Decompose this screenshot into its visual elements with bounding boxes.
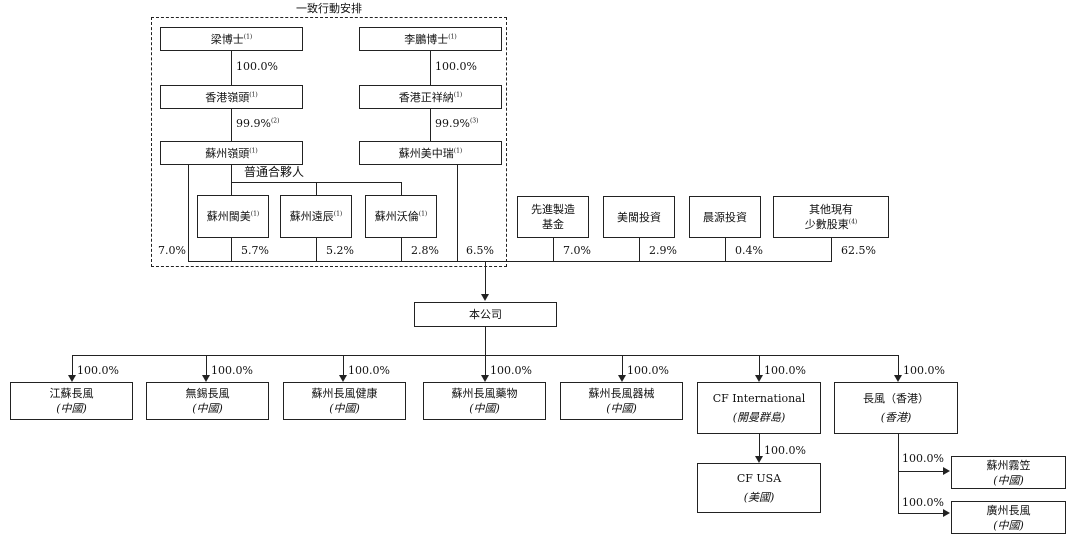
pct-liang-hk: 100.0% [236,60,278,73]
pct-sz-lingtou-direct: 7.0% [158,244,186,257]
box-dr-li-peng: 李鵬博士(1) [359,27,502,51]
connector [206,355,207,376]
pct-js: 100.0% [77,364,119,377]
pct-device: 100.0% [627,364,669,377]
pct-others: 62.5% [841,244,876,257]
box-gz-changfeng: 廣州長風 (中國) [951,501,1066,534]
pct-health: 100.0% [348,364,390,377]
box-hk-zhengxiangna: 香港正祥納(1) [359,85,502,109]
pct-gz: 100.0% [902,496,944,509]
pct-cf-intl: 100.0% [764,364,806,377]
arrow-health [339,375,347,382]
box-company: 本公司 [414,302,557,327]
connector [231,238,232,261]
box-sz-minmei: 蘇州閩美(1) [197,195,269,238]
arrow-wuli [943,467,950,475]
pct-wx: 100.0% [211,364,253,377]
arrow-to-company [481,294,489,301]
box-sz-meizhongrui: 蘇州美中瑞(1) [359,141,502,165]
box-cf-hongkong: 長風（香港） (香港) [834,382,958,434]
connector [430,109,431,141]
box-sz-daochen: 蘇州遠辰(1) [280,195,352,238]
connector [401,182,402,195]
pct-li-hk: 100.0% [435,60,477,73]
box-wx-changfeng: 無錫長風 (中國) [146,382,269,420]
pct-minmei: 5.7% [241,244,269,257]
collector-line [188,261,832,262]
pct-pharma: 100.0% [490,364,532,377]
connector [485,355,486,376]
connector [759,434,760,458]
pct-hk-zxn-sz: 99.9%(3) [435,117,479,130]
general-partner-label: 普通合夥人 [244,165,305,179]
connector [343,355,344,376]
pct-xianjin: 7.0% [563,244,591,257]
connector [485,261,486,296]
concert-party-title: 一致行動安排 [296,2,362,15]
box-sz-wuli: 蘇州霧笠 (中國) [951,456,1066,489]
box-chenyuan-investment: 晨源投資 [689,196,761,238]
connector [188,165,189,261]
box-sz-wolun: 蘇州沃倫(1) [365,195,437,238]
connector [898,471,944,472]
pct-hk-lingtou-sz: 99.9%(2) [236,117,280,130]
connector [231,165,232,195]
connector [831,238,832,261]
arrow-cf-intl [755,375,763,382]
box-sz-cf-pharma: 蘇州長風藥物 (中國) [423,382,546,420]
connector [898,513,944,514]
connector [725,238,726,261]
arrow-wx [202,375,210,382]
connector [316,238,317,261]
box-js-changfeng: 江蘇長風 (中國) [10,382,133,420]
arrow-cf-hk [894,375,902,382]
connector [72,355,73,376]
pct-cf-usa: 100.0% [764,444,806,457]
box-other-shareholders: 其他現有 少數股東(4) [773,196,889,238]
connector [457,165,458,261]
connector [759,355,760,376]
connector [430,51,431,85]
connector [231,109,232,141]
connector [898,434,899,513]
box-sz-lingtou: 蘇州嶺頭(1) [160,141,303,165]
pct-daochen: 5.2% [326,244,354,257]
pct-cf-hk: 100.0% [903,364,945,377]
pct-chenyuan: 0.4% [735,244,763,257]
box-cf-international: CF International (開曼群島) [697,382,821,434]
connector [639,238,640,261]
box-xianjin-fund: 先進製造 基金 [517,196,589,238]
pct-meizhongrui: 6.5% [466,244,494,257]
connector [622,355,623,376]
box-sz-cf-health: 蘇州長風健康 (中國) [283,382,406,420]
arrow-cf-usa [755,456,763,463]
arrow-js [68,375,76,382]
arrow-device [618,375,626,382]
pct-meimin: 2.9% [649,244,677,257]
box-sz-cf-device: 蘇州長風器械 (中國) [560,382,683,420]
connector [401,238,402,261]
box-meimin-investment: 美閩投資 [603,196,675,238]
connector [553,238,554,261]
pct-wuli: 100.0% [902,452,944,465]
box-hk-lingtou: 香港嶺頭(1) [160,85,303,109]
box-dr-liang: 梁博士(1) [160,27,303,51]
connector [485,327,486,355]
concert-party-frame [151,17,507,267]
connector [316,182,317,195]
connector [231,51,232,85]
arrow-pharma [481,375,489,382]
arrow-gz [943,509,950,517]
connector [898,355,899,376]
box-cf-usa: CF USA (美國) [697,463,821,513]
pct-wolun: 2.8% [411,244,439,257]
